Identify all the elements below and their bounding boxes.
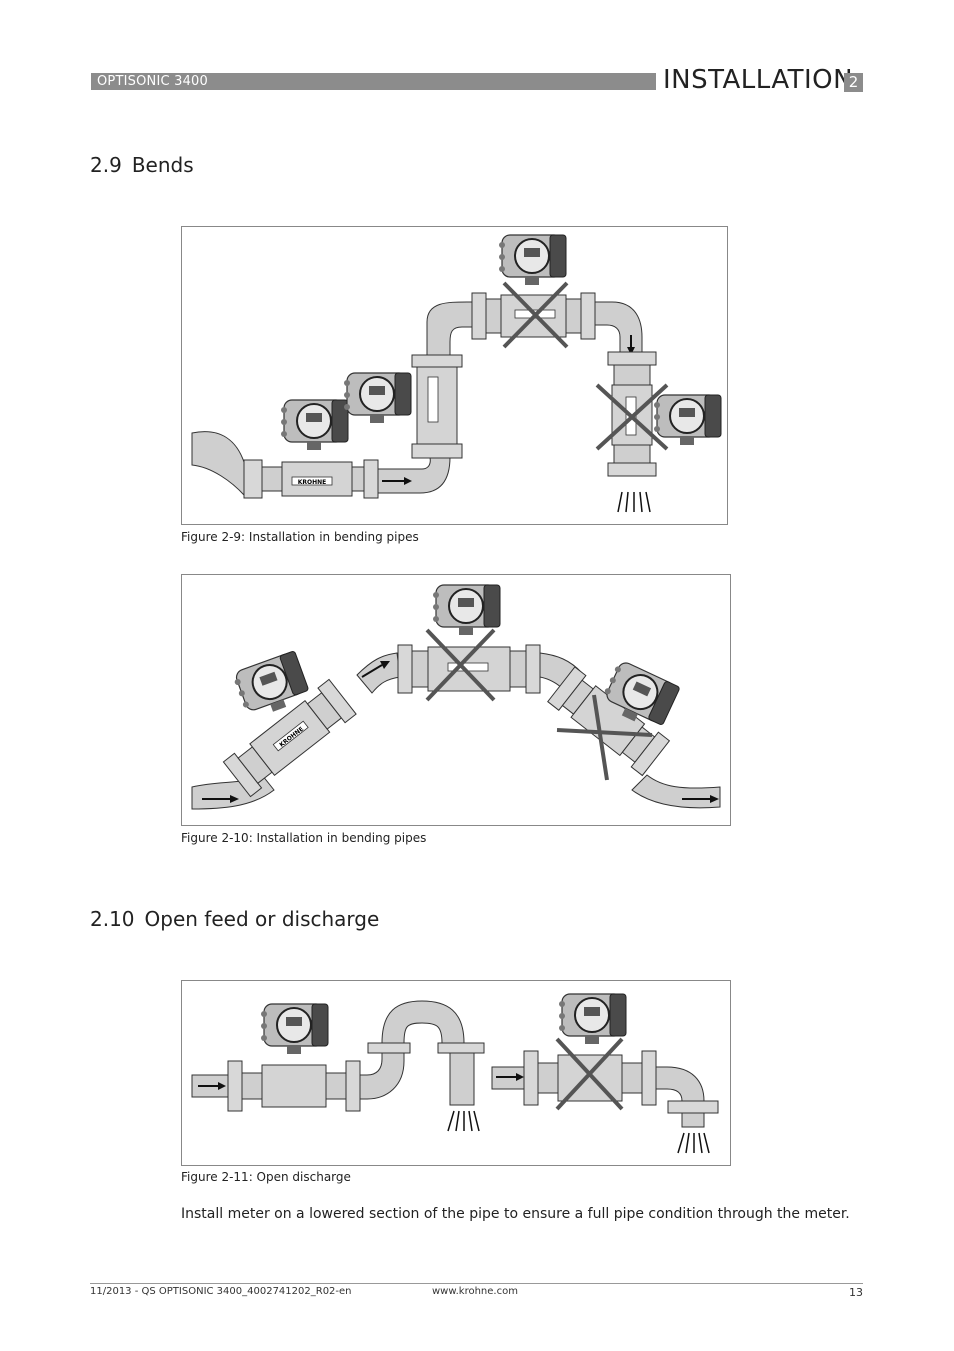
section-number: 2.9: [90, 153, 122, 177]
header-bar: [91, 73, 656, 90]
page-number: 13: [849, 1286, 863, 1299]
figure-2-9: KROHNE: [181, 226, 728, 525]
figure-2-10: KROHNE: [181, 574, 731, 826]
figure-2-11-caption: Figure 2-11: Open discharge: [181, 1170, 351, 1184]
footer-divider: [90, 1283, 863, 1284]
product-name: OPTISONIC 3400: [97, 74, 208, 89]
figure-2-11: [181, 980, 731, 1166]
section-number: 2.10: [90, 907, 135, 931]
footer-website-link[interactable]: www.krohne.com: [432, 1286, 518, 1297]
figure-2-10-caption: Figure 2-10: Installation in bending pip…: [181, 831, 427, 845]
section-title-text: Bends: [131, 153, 194, 177]
chapter-number: 2: [844, 73, 863, 92]
section-heading-open-feed: 2.10 Open feed or discharge: [90, 907, 379, 931]
body-paragraph: Install meter on a lowered section of th…: [181, 1206, 850, 1222]
krohne-label: KROHNE: [298, 479, 327, 486]
section-title-text: Open feed or discharge: [144, 907, 380, 931]
figure-2-9-caption: Figure 2-9: Installation in bending pipe…: [181, 530, 419, 544]
footer-doc-ref: 11/2013 - QS OPTISONIC 3400_4002741202_R…: [90, 1286, 352, 1297]
section-title: INSTALLATION: [663, 65, 854, 95]
section-heading-bends: 2.9 Bends: [90, 153, 194, 177]
